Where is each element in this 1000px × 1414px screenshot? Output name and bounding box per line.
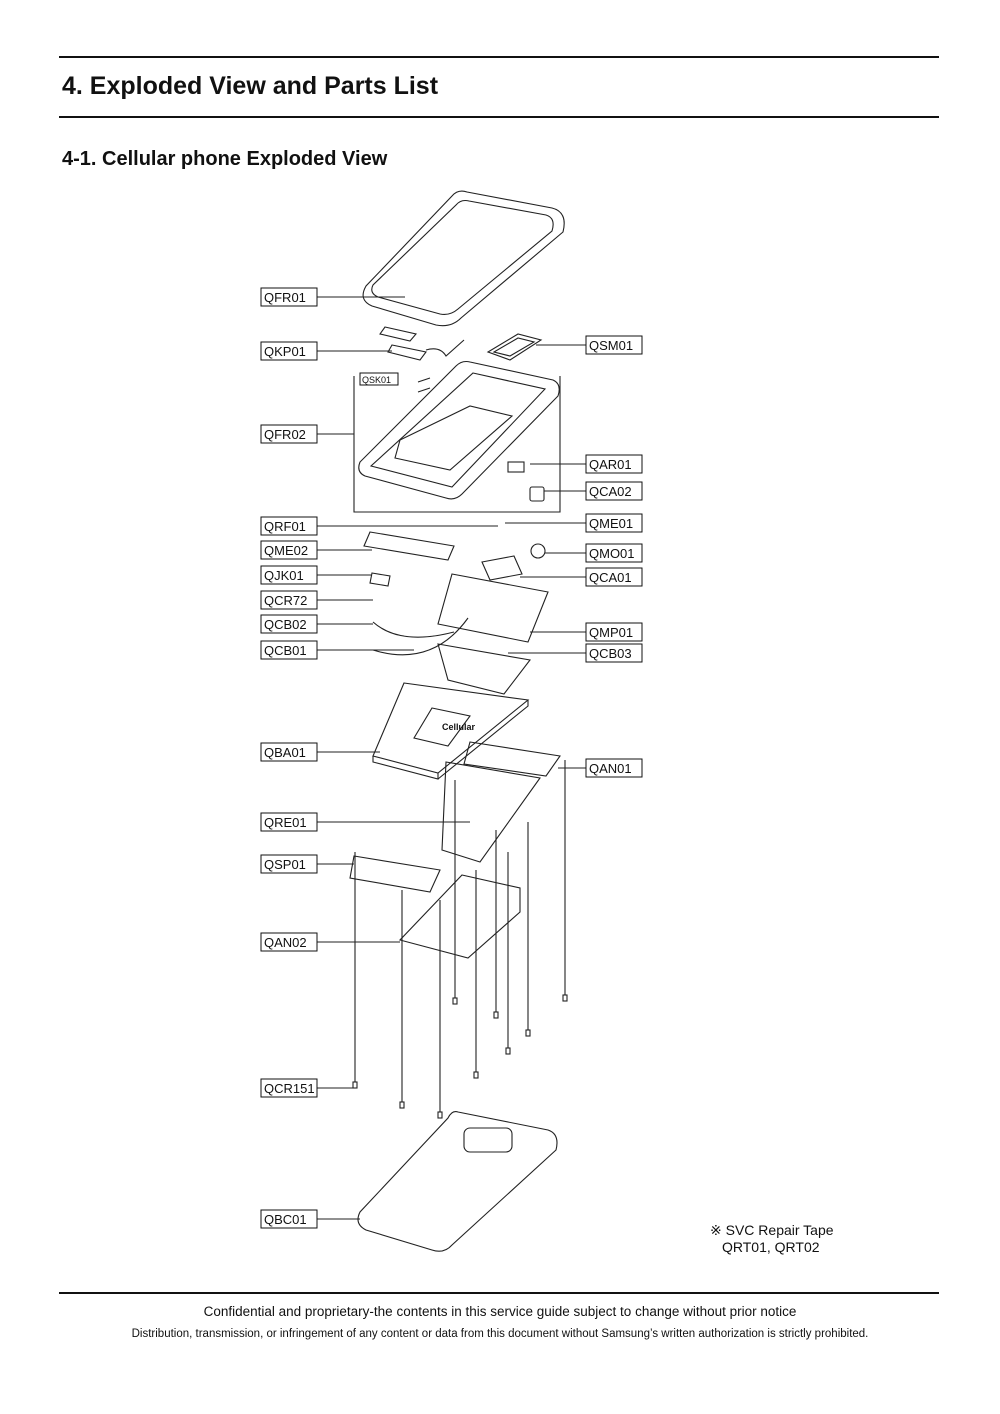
callout-qmp01: QMP01 [585, 622, 643, 642]
upper-pba-part [363, 531, 549, 695]
svg-text:QKP01: QKP01 [264, 344, 306, 359]
section-title: 4-1. Cellular phone Exploded View [62, 148, 388, 170]
side-key-part [417, 377, 431, 393]
callout-qsp01: QSP01 [260, 854, 318, 874]
title-underline [59, 116, 939, 118]
callout-qme01: QME01 [585, 513, 643, 533]
antenna-upper-part [463, 741, 561, 777]
front-glass-part [362, 190, 565, 327]
note-line-2: QRT01, QRT02 [722, 1239, 820, 1255]
callout-qcb02: QCB02 [260, 614, 318, 634]
svg-text:QCR72: QCR72 [264, 593, 307, 608]
battery-print: Cellular [442, 722, 476, 732]
coax-cable [372, 617, 469, 656]
svg-text:QCA01: QCA01 [589, 570, 632, 585]
svg-text:QCB01: QCB01 [264, 643, 307, 658]
reference-mark-icon: ※ [710, 1222, 722, 1238]
svg-text:QSK01: QSK01 [362, 375, 391, 385]
svg-text:QCA02: QCA02 [589, 484, 632, 499]
callout-qmo01: QMO01 [585, 543, 643, 563]
note-line-1: SVC Repair Tape [725, 1222, 834, 1238]
repair-tape-note: ※ SVC Repair Tape QRT01, QRT02 [710, 1222, 834, 1256]
callout-qfr02: QFR02 [260, 424, 318, 444]
front-camera-part [507, 461, 525, 473]
svg-text:QME02: QME02 [264, 543, 308, 558]
jack-part [369, 572, 391, 587]
battery-part [372, 682, 530, 780]
svg-text:QAR01: QAR01 [589, 457, 632, 472]
callout-qsk01: QSK01 [359, 372, 399, 386]
callout-qfr01: QFR01 [260, 287, 318, 307]
svg-text:QCB03: QCB03 [589, 646, 632, 661]
callout-qsm01: QSM01 [585, 335, 643, 355]
svg-text:QMO01: QMO01 [589, 546, 635, 561]
svg-text:QSP01: QSP01 [264, 857, 306, 872]
antenna-lower-part [398, 874, 521, 959]
svg-text:QBA01: QBA01 [264, 745, 306, 760]
svg-text:QMP01: QMP01 [589, 625, 633, 640]
svg-text:QRE01: QRE01 [264, 815, 307, 830]
callout-qcb01: QCB01 [260, 640, 318, 660]
footer-distribution: Distribution, transmission, or infringem… [131, 1328, 869, 1340]
svg-text:QAN02: QAN02 [264, 935, 307, 950]
sub-board-part [481, 555, 523, 581]
home-key-part [379, 326, 465, 361]
motor-part [530, 543, 546, 559]
svg-text:QFR01: QFR01 [264, 290, 306, 305]
svg-text:QRF01: QRF01 [264, 519, 306, 534]
footer-confidential: Confidential and proprietary-the content… [203, 1304, 797, 1319]
callout-qan01: QAN01 [585, 758, 643, 778]
callout-qar01: QAR01 [585, 454, 643, 474]
callout-qcr151: QCR151 [260, 1078, 318, 1098]
svg-text:QCR151: QCR151 [264, 1081, 315, 1096]
top-rule [59, 56, 939, 58]
svg-text:QCB02: QCB02 [264, 617, 307, 632]
svg-text:QME01: QME01 [589, 516, 633, 531]
callout-qca01: QCA01 [585, 567, 643, 587]
page-title: 4. Exploded View and Parts List [62, 72, 439, 100]
callout-qkp01: QKP01 [260, 341, 318, 361]
callout-qjk01: QJK01 [260, 565, 318, 585]
svg-text:QSM01: QSM01 [589, 338, 633, 353]
svg-text:QJK01: QJK01 [264, 568, 304, 583]
housing-bracket [353, 376, 561, 513]
callout-qan02: QAN02 [260, 932, 318, 952]
callout-qme02: QME02 [260, 540, 318, 560]
svg-text:QAN01: QAN01 [589, 761, 632, 776]
footer-rule [59, 1292, 939, 1294]
rear-case-part [441, 761, 541, 863]
callout-qca02: QCA02 [585, 481, 643, 501]
screws [352, 760, 568, 1119]
callout-qcr72: QCR72 [260, 590, 318, 610]
sim-tray-part [486, 333, 543, 361]
callout-qba01: QBA01 [260, 742, 318, 762]
callout-qrf01: QRF01 [260, 516, 318, 536]
callout-qre01: QRE01 [260, 812, 318, 832]
svg-text:QBC01: QBC01 [264, 1212, 307, 1227]
back-cover-part [357, 1111, 558, 1252]
callout-qcb03: QCB03 [585, 643, 643, 663]
speaker-part [349, 855, 441, 893]
leader-lines [317, 296, 586, 1220]
svg-text:QFR02: QFR02 [264, 427, 306, 442]
front-housing-part [358, 360, 560, 500]
rear-camera-part [529, 486, 545, 502]
callout-qbc01: QBC01 [260, 1209, 318, 1229]
